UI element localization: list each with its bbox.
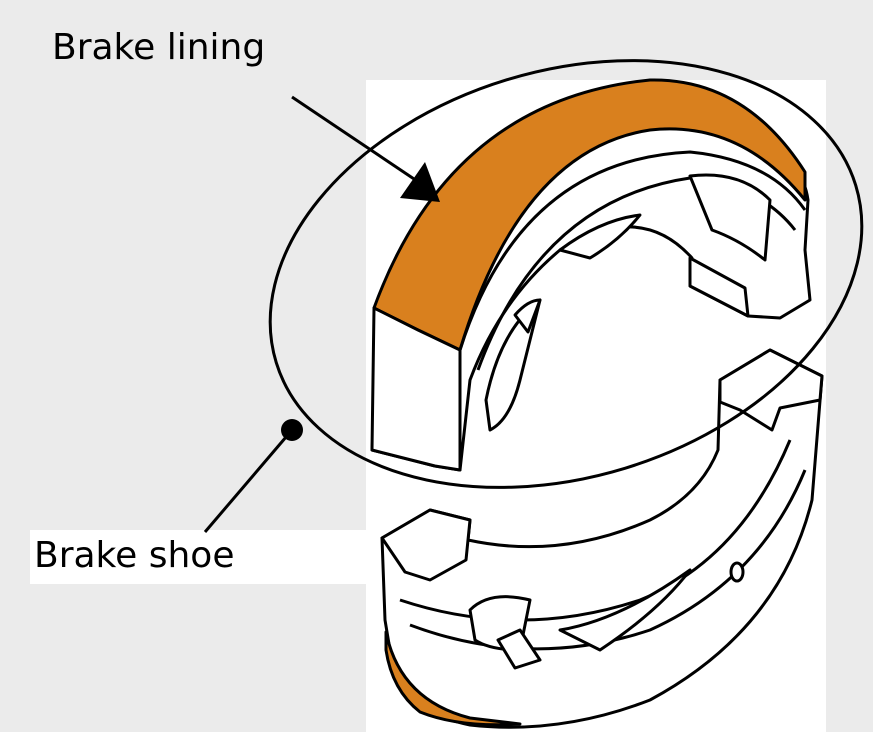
- upper-shoe-tab: [688, 256, 750, 318]
- brake-shoe-leader-dot: [281, 419, 303, 441]
- brake-lining-arrowhead: [400, 162, 440, 202]
- brake-lining-label: Brake lining: [52, 27, 266, 68]
- upper-shoe-cutout-3: [688, 173, 772, 262]
- brake-shoe-label: Brake shoe: [34, 535, 235, 576]
- lower-brake-lining: [384, 630, 522, 727]
- brake-shoe-label-box: [30, 530, 368, 584]
- lower-shoe-cutout-2: [558, 568, 692, 652]
- brake-shoe-leader-line: [203, 429, 294, 533]
- upper-shoe-cutout-2: [558, 213, 642, 260]
- lower-shoe-left-tab: [380, 508, 472, 582]
- upper-brake-lining: [372, 78, 807, 352]
- lower-shoe-slot: [496, 628, 542, 670]
- brake-lining-leader-line: [291, 95, 421, 185]
- highlight-ellipse: [268, 59, 864, 489]
- upper-shoe-end: [370, 306, 462, 472]
- upper-shoe-rim: [458, 150, 807, 351]
- upper-brake-shoe: [370, 78, 812, 472]
- lower-shoe-hole: [729, 561, 745, 583]
- upper-shoe-slot: [513, 298, 542, 334]
